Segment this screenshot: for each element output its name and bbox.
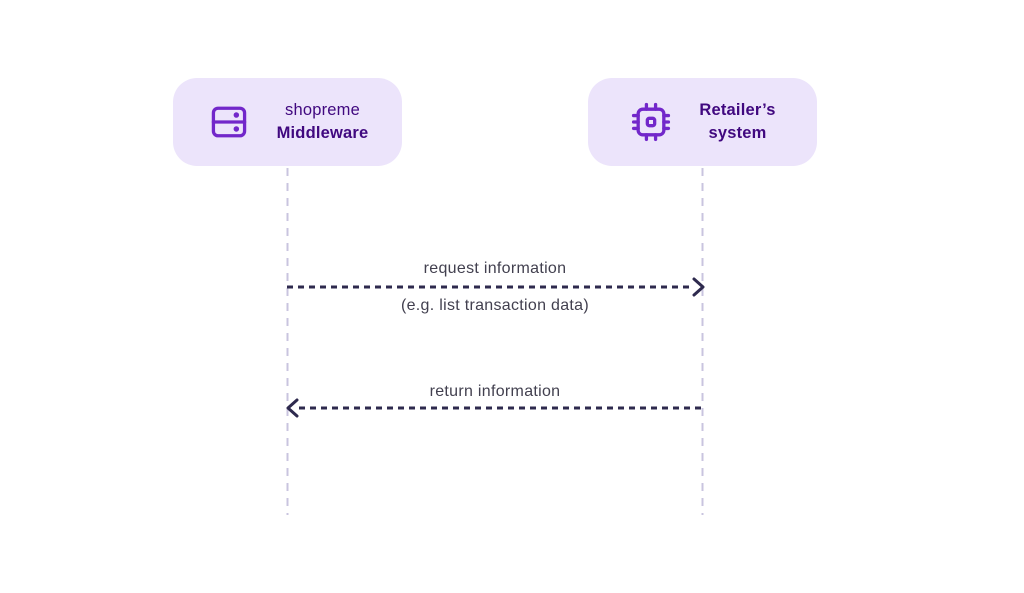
actor-label-line1: Retailer’s: [699, 101, 776, 119]
return-arrow: [286, 398, 703, 418]
arrowhead-right-icon: [692, 277, 705, 297]
chip-icon: [629, 100, 673, 144]
arrowhead-left-icon: [286, 398, 299, 418]
actor-shopreme-middleware: shopreme Middleware: [173, 78, 402, 166]
server-icon: [207, 100, 251, 144]
actor-label-middleware: shopreme Middleware: [277, 99, 369, 145]
actor-label-line2: system: [708, 124, 767, 142]
message-sublabel-request: (e.g. list transaction data): [400, 297, 590, 314]
actor-label-retailer: Retailer’s system: [699, 99, 775, 145]
actor-label-line1: shopreme: [285, 101, 360, 119]
message-label-return: return information: [429, 383, 561, 400]
actor-retailer-system: Retailer’s system: [588, 78, 817, 166]
message-label-request: request information: [423, 260, 567, 277]
actor-label-line2: Middleware: [276, 124, 369, 142]
request-arrow: [287, 277, 705, 297]
